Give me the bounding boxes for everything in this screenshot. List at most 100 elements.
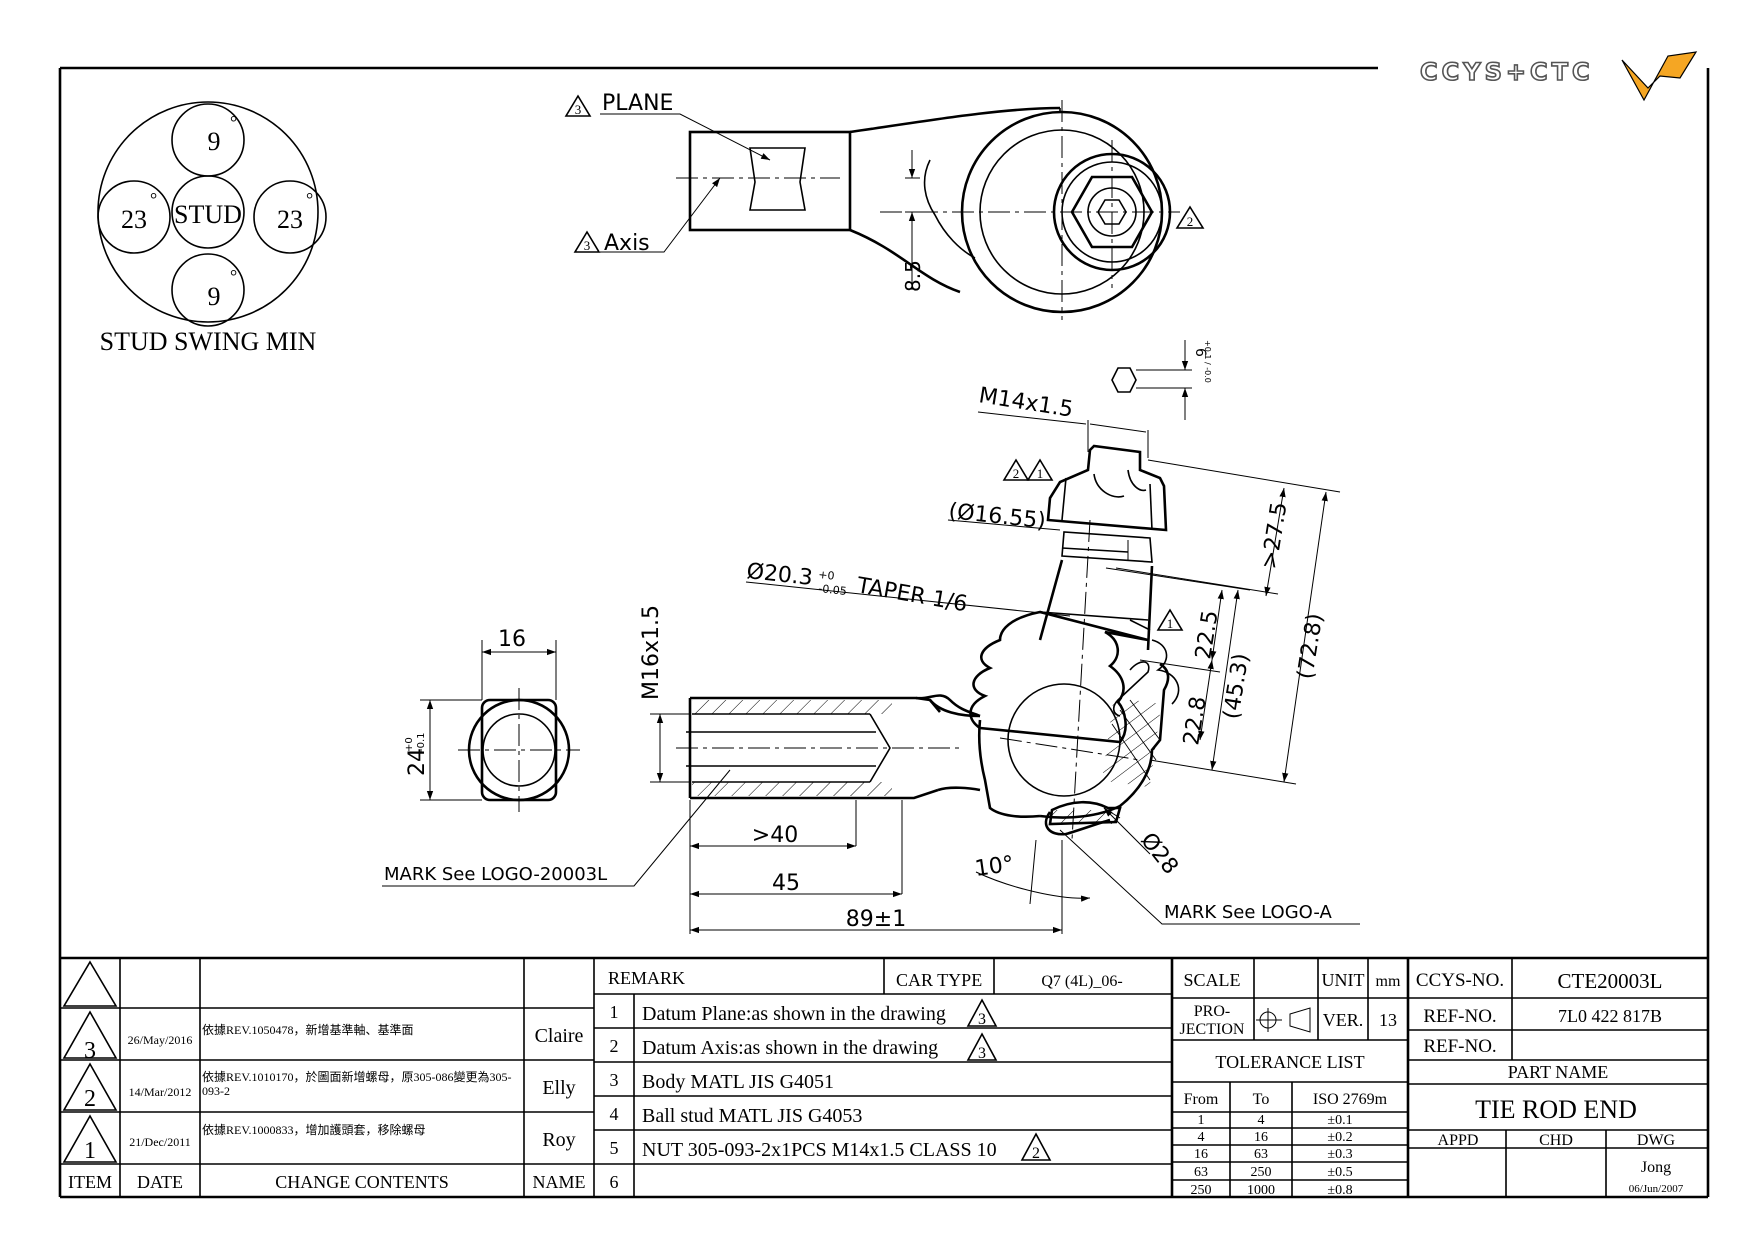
- dim-45: 45: [772, 871, 800, 896]
- revision-item: 3: [84, 1038, 96, 1064]
- swing-right-value: 23: [277, 205, 303, 234]
- remark-mark: 3: [978, 1045, 986, 1062]
- revision-name: Elly: [542, 1077, 575, 1099]
- car-type-value: Q7 (4L)_06-: [1041, 973, 1122, 990]
- swing-left-degree: °: [150, 189, 157, 209]
- dim-offset: 8.5: [901, 260, 925, 292]
- remark-text: Body MATL JIS G4051: [642, 1071, 834, 1093]
- dim-22-5: 22.5: [1191, 609, 1223, 661]
- axis-mark: 3: [584, 238, 591, 253]
- version-value: 13: [1379, 1010, 1397, 1030]
- dim-24-tol-bottom: -0.1: [416, 732, 427, 752]
- remark-text: Datum Axis:as shown in the drawing: [642, 1037, 938, 1059]
- stud-swing-diagram: STUD 9 ° 9 ° 23 ° 23 ° STUD SWING MIN: [97, 101, 327, 356]
- revision-name: Roy: [542, 1129, 575, 1151]
- ccys-label: CCYS-NO.: [1416, 970, 1504, 991]
- appd-label: APPD: [1438, 1132, 1479, 1149]
- tol-header-from: From: [1184, 1091, 1219, 1108]
- logo-text: CCYS+CTC: [1420, 58, 1594, 86]
- stud-mark-datum1: 1: [1167, 616, 1174, 631]
- datum2-mark: 2: [1187, 214, 1194, 229]
- info-block: SCALE UNIT mm PRO- JECTION VER. 13 TOLER…: [1180, 970, 1401, 1198]
- dim-27-5: >27.5: [1257, 500, 1292, 571]
- tol-value: ±0.1: [1327, 1113, 1352, 1128]
- tol-value: ±0.8: [1327, 1183, 1352, 1198]
- taper-tol-top: +0: [818, 568, 835, 583]
- stud-mark-1: 1: [1037, 466, 1044, 481]
- dwg-label: DWG: [1637, 1132, 1676, 1149]
- swing-bottom-degree: °: [230, 266, 237, 286]
- dim-22-8: 22.8: [1179, 695, 1211, 747]
- mark-left-label: MARK See LOGO-20003L: [384, 864, 607, 885]
- remark-no: 3: [610, 1070, 619, 1090]
- title-block: CCYS-NO. CTE20003L REF-NO. 7L0 422 817B …: [1416, 969, 1684, 1195]
- stud-view: 6 +0.1 / -0.0 M14x1.5 2 1 (Ø16.55): [745, 340, 1341, 905]
- remark-mark: 2: [1032, 1145, 1040, 1162]
- logo-mark-icon: [1621, 51, 1698, 102]
- version-label: VER.: [1323, 1010, 1364, 1030]
- swing-top-degree: °: [230, 112, 237, 132]
- top-view: 8.5 3 PLANE 3 Axis 2: [564, 91, 1205, 320]
- tol-header-to: To: [1253, 1091, 1270, 1108]
- tol-from: 16: [1194, 1147, 1208, 1162]
- dim-40: >40: [752, 823, 798, 848]
- part-name: TIE ROD END: [1475, 1095, 1637, 1124]
- mark-right-label: MARK See LOGO-A: [1164, 902, 1332, 923]
- ref-label-2: REF-NO.: [1423, 1036, 1496, 1057]
- revision-content: 依據REV.1010170，於圖面新增螺母，原305-086變更為305-093…: [202, 1070, 512, 1098]
- swing-caption: STUD SWING MIN: [100, 327, 317, 356]
- dim-24-tol-top: +0: [404, 737, 415, 752]
- header-item: ITEM: [68, 1172, 112, 1192]
- remark-mark: 3: [978, 1011, 986, 1028]
- car-type-label: CAR TYPE: [896, 970, 982, 990]
- tol-value: ±0.5: [1327, 1165, 1352, 1180]
- plane-mark: 3: [575, 102, 582, 117]
- tol-to: 1000: [1247, 1183, 1275, 1198]
- ref-number-1: 7L0 422 817B: [1558, 1006, 1662, 1026]
- revision-date: 26/May/2016: [128, 1033, 193, 1047]
- swing-bottom-value: 9: [208, 282, 221, 311]
- dim-16: 16: [498, 627, 526, 652]
- revision-item: 2: [84, 1086, 96, 1112]
- taper-dia: Ø20.3: [745, 559, 814, 591]
- revision-content: 依據REV.1000833，增加護頭套，移除螺母: [202, 1122, 425, 1137]
- remark-no: 4: [610, 1104, 619, 1124]
- company-logo: CCYS+CTC: [1419, 51, 1698, 102]
- part-name-label: PART NAME: [1508, 1062, 1608, 1082]
- remark-no: 6: [610, 1172, 619, 1192]
- scale-label: SCALE: [1183, 970, 1240, 990]
- ref-label-1: REF-NO.: [1423, 1006, 1496, 1027]
- dim-24: 24: [405, 748, 430, 776]
- tol-header-iso: ISO 2769m: [1313, 1091, 1388, 1108]
- stud-mark-2: 2: [1013, 466, 1020, 481]
- tol-from: 63: [1194, 1165, 1208, 1180]
- drawn-date: 06/Jun/2007: [1629, 1183, 1684, 1195]
- tol-to: 4: [1258, 1113, 1265, 1128]
- remark-no: 2: [610, 1036, 619, 1056]
- revision-date: 21/Dec/2011: [129, 1135, 191, 1149]
- remark-text: Datum Plane:as shown in the drawing: [642, 1003, 946, 1025]
- dim-89: 89±1: [846, 907, 906, 932]
- swing-center-label: STUD: [174, 200, 242, 229]
- unit-label: UNIT: [1322, 970, 1365, 990]
- header-change-contents: CHANGE CONTENTS: [275, 1172, 449, 1192]
- unit-value: mm: [1376, 973, 1401, 990]
- remark-text: Ball stud MATL JIS G4053: [642, 1105, 862, 1127]
- projection-label-2: JECTION: [1180, 1021, 1245, 1038]
- revision-name: Claire: [535, 1025, 584, 1047]
- remark-title: REMARK: [608, 968, 685, 988]
- hex-tol: +0.1 / -0.0: [1203, 340, 1212, 383]
- shank-thread: M16x1.5: [639, 605, 664, 700]
- taper-tol-bottom: -0.05: [818, 582, 848, 598]
- tol-to: 63: [1254, 1147, 1268, 1162]
- ball-dia: Ø28: [1135, 828, 1183, 879]
- revision-table: 3 26/May/2016 依據REV.1050478，新增基準軸、基準面 Cl…: [68, 1022, 586, 1192]
- projection-symbol-icon: [1256, 1007, 1311, 1033]
- plane-label: PLANE: [602, 91, 673, 116]
- tol-value: ±0.2: [1327, 1130, 1352, 1145]
- projection-label-1: PRO-: [1194, 1003, 1230, 1020]
- title-block-grid: [60, 956, 1708, 1197]
- dim-45-3: (45.3): [1219, 652, 1254, 721]
- remark-text: NUT 305-093-2x1PCS M14x1.5 CLASS 10: [642, 1139, 997, 1161]
